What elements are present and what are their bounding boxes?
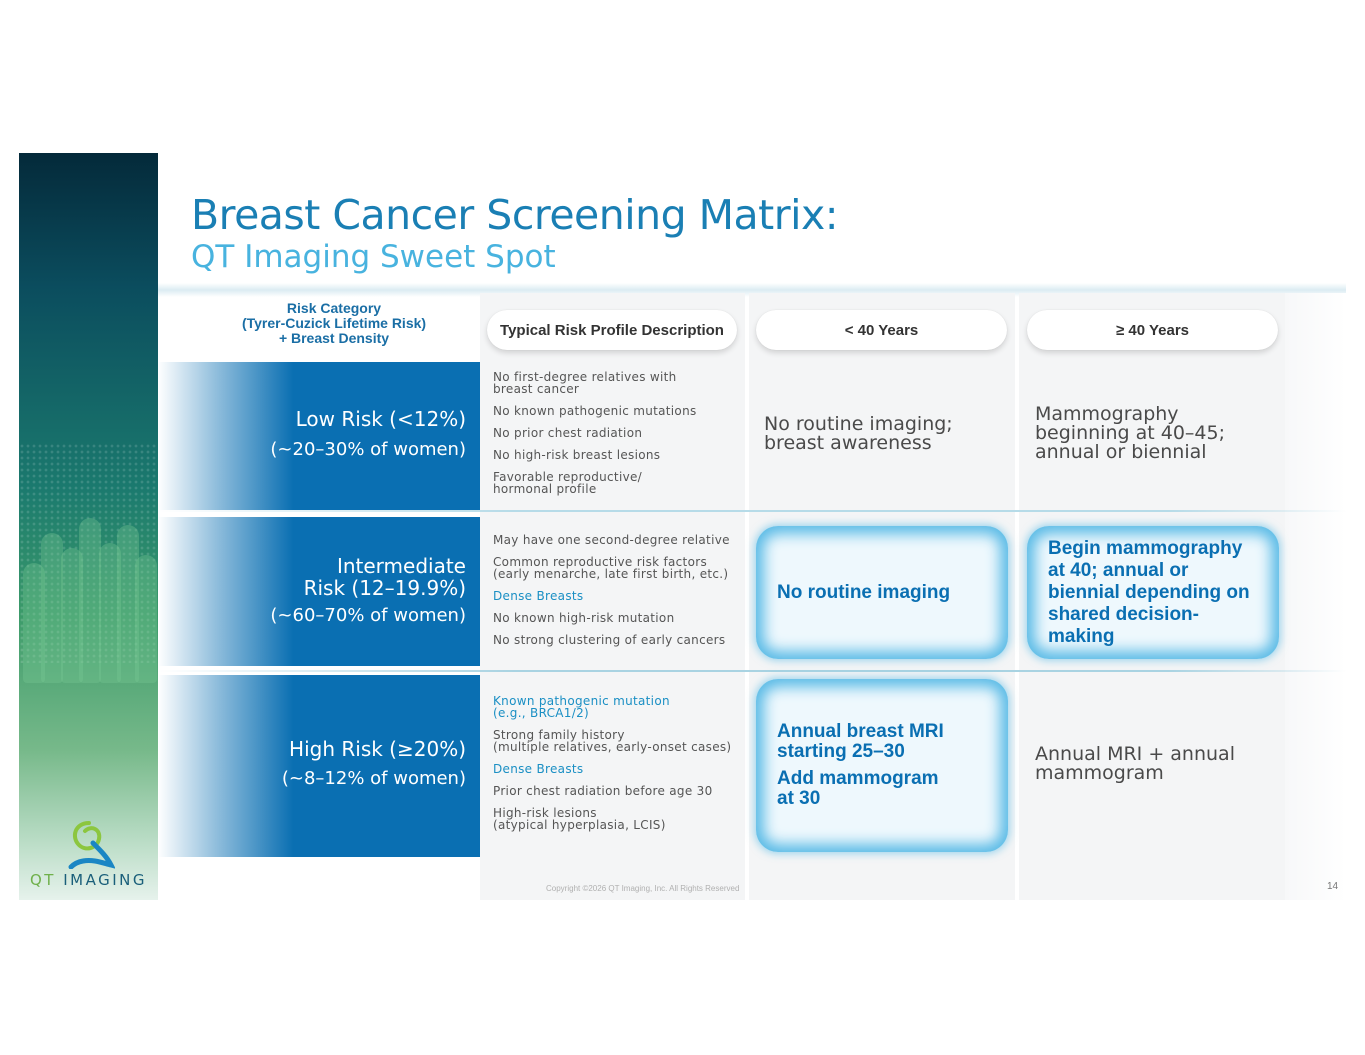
risk-share-high: (~8–12% of women) [281, 768, 466, 789]
risk-label-high: High Risk (≥20%) [289, 737, 466, 761]
qt-imaging-swirl-icon [68, 821, 115, 869]
intermediate-over40-highlight: Begin mammography at 40; annual or bienn… [1027, 526, 1279, 659]
column-header-description: Typical Risk Profile Description [487, 310, 737, 350]
list-item: Strong family history (multiple relative… [493, 728, 732, 754]
company-logo: QT IMAGING [19, 813, 158, 893]
intermediate-over40-recommendation: Begin mammography at 40; annual or bienn… [1048, 537, 1250, 647]
slide: QT IMAGING Breast Cancer Screening Matri… [19, 153, 1346, 900]
list-item: Common reproductive risk factors (early … [493, 555, 729, 581]
risk-share-low: (~20–30% of women) [270, 439, 466, 460]
list-item: High-risk lesions (atypical hyperplasia,… [493, 806, 666, 832]
logo-word: IMAGING [63, 871, 148, 889]
list-item: May have one second-degree relative [493, 533, 730, 547]
intermediate-under40-highlight: No routine imaging [756, 526, 1008, 659]
logo-prefix: QT [29, 871, 56, 889]
high-under40-highlight: Annual breast MRI starting 25–30 Add mam… [756, 679, 1008, 852]
description-column-bg [480, 293, 745, 900]
logo-wordmark: QT IMAGING [19, 871, 158, 889]
list-item: No known high-risk mutation [493, 611, 675, 625]
risk-band-high: High Risk (≥20%) (~8–12% of women) [158, 675, 480, 857]
row-divider [158, 670, 1346, 672]
list-item: No first-degree relatives with breast ca… [493, 370, 677, 396]
list-item-highlighted: Dense Breasts [493, 762, 584, 776]
intermediate-under40-recommendation: No routine imaging [777, 581, 951, 603]
risk-band-low: Low Risk (<12%) (~20–30% of women) [158, 362, 480, 510]
low-under40-recommendation: No routine imaging; breast awareness [764, 413, 953, 454]
low-over40-recommendation: Mammography beginning at 40–45; annual o… [1035, 403, 1225, 463]
high-under40-recommendation-mri: Annual breast MRI starting 25–30 [777, 721, 944, 762]
description-list-intermediate: May have one second-degree relative Comm… [493, 534, 748, 656]
risk-band-intermediate: Intermediate Risk (12–19.9%) (~60–70% of… [158, 517, 480, 666]
list-item-highlighted: Known pathogenic mutation (e.g., BRCA1/2… [493, 694, 670, 720]
page-number: 14 [1327, 881, 1339, 892]
risk-label-intermediate: Intermediate Risk (12–19.9%) [303, 554, 466, 600]
list-item: No high-risk breast lesions [493, 448, 661, 462]
women-silhouettes [19, 483, 158, 683]
list-item: No strong clustering of early cancers [493, 633, 726, 647]
row-divider [158, 510, 1346, 512]
dot-pattern [19, 443, 158, 663]
high-over40-recommendation: Annual MRI + annual mammogram [1035, 743, 1235, 784]
list-item: Prior chest radiation before age 30 [493, 784, 713, 798]
column-header-over-40: ≥ 40 Years [1027, 310, 1278, 350]
copyright-notice: Copyright ©2026 QT Imaging, Inc. All Rig… [546, 884, 740, 893]
high-under40-recommendation-mammogram: Add mammogram at 30 [777, 768, 939, 809]
risk-category-header: Risk Category (Tyrer-Cuzick Lifetime Ris… [241, 300, 427, 346]
list-item-highlighted: Dense Breasts [493, 589, 584, 603]
page-subtitle: QT Imaging Sweet Spot [191, 239, 556, 275]
left-decorative-band: QT IMAGING [19, 153, 158, 900]
risk-share-intermediate: (~60–70% of women) [270, 605, 466, 626]
list-item: No known pathogenic mutations [493, 404, 697, 418]
column-header-under-40: < 40 Years [756, 310, 1007, 350]
right-edge-fade [1285, 293, 1346, 900]
page-title: Breast Cancer Screening Matrix: [191, 191, 839, 239]
description-list-low: No first-degree relatives with breast ca… [493, 371, 748, 505]
list-item: Favorable reproductive/ hormonal profile [493, 470, 643, 496]
list-item: No prior chest radiation [493, 426, 643, 440]
description-list-high: Known pathogenic mutation (e.g., BRCA1/2… [493, 695, 748, 841]
risk-label-low: Low Risk (<12%) [295, 407, 466, 431]
